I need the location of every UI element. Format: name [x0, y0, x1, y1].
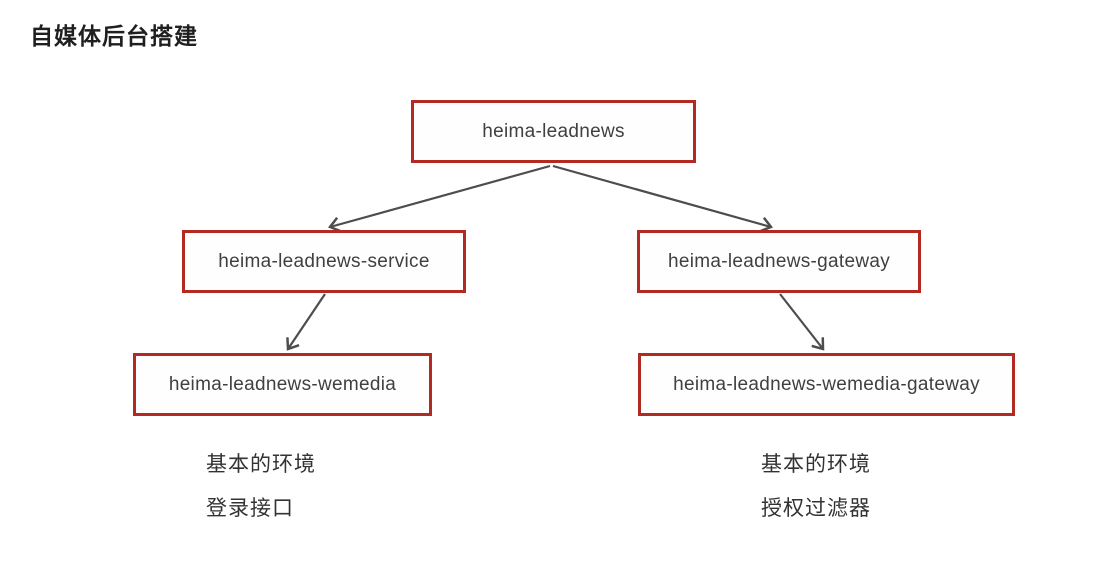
diagram-node-heima-leadnews-wemedia: heima-leadnews-wemedia	[133, 353, 432, 416]
node-label: heima-leadnews-service	[218, 250, 430, 272]
node-label: heima-leadnews-wemedia-gateway	[673, 373, 980, 395]
note-gateway-branch-auth-filter: 授权过滤器	[761, 497, 871, 520]
edge-service-to-wemedia	[286, 293, 326, 351]
note-service-branch-login-api: 登录接口	[206, 497, 294, 520]
page-title: 自媒体后台搭建	[30, 23, 198, 49]
edge-root-to-service	[327, 164, 551, 233]
node-label: heima-leadnews-wemedia	[168, 373, 397, 395]
note-gateway-branch-environment: 基本的环境	[761, 453, 871, 476]
edge-gateway-to-wemedia-gateway	[779, 293, 825, 351]
diagram-node-heima-leadnews-service: heima-leadnews-service	[182, 230, 466, 293]
diagram-node-heima-leadnews-wemedia-gateway: heima-leadnews-wemedia-gateway	[638, 353, 1015, 416]
node-label: heima-leadnews	[482, 120, 625, 142]
edge-root-to-gateway	[552, 164, 774, 233]
node-label: heima-leadnews-gateway	[667, 250, 891, 272]
note-service-branch-environment: 基本的环境	[206, 453, 316, 476]
diagram-node-heima-leadnews-gateway: heima-leadnews-gateway	[637, 230, 921, 293]
diagram-node-heima-leadnews: heima-leadnews	[411, 100, 696, 163]
